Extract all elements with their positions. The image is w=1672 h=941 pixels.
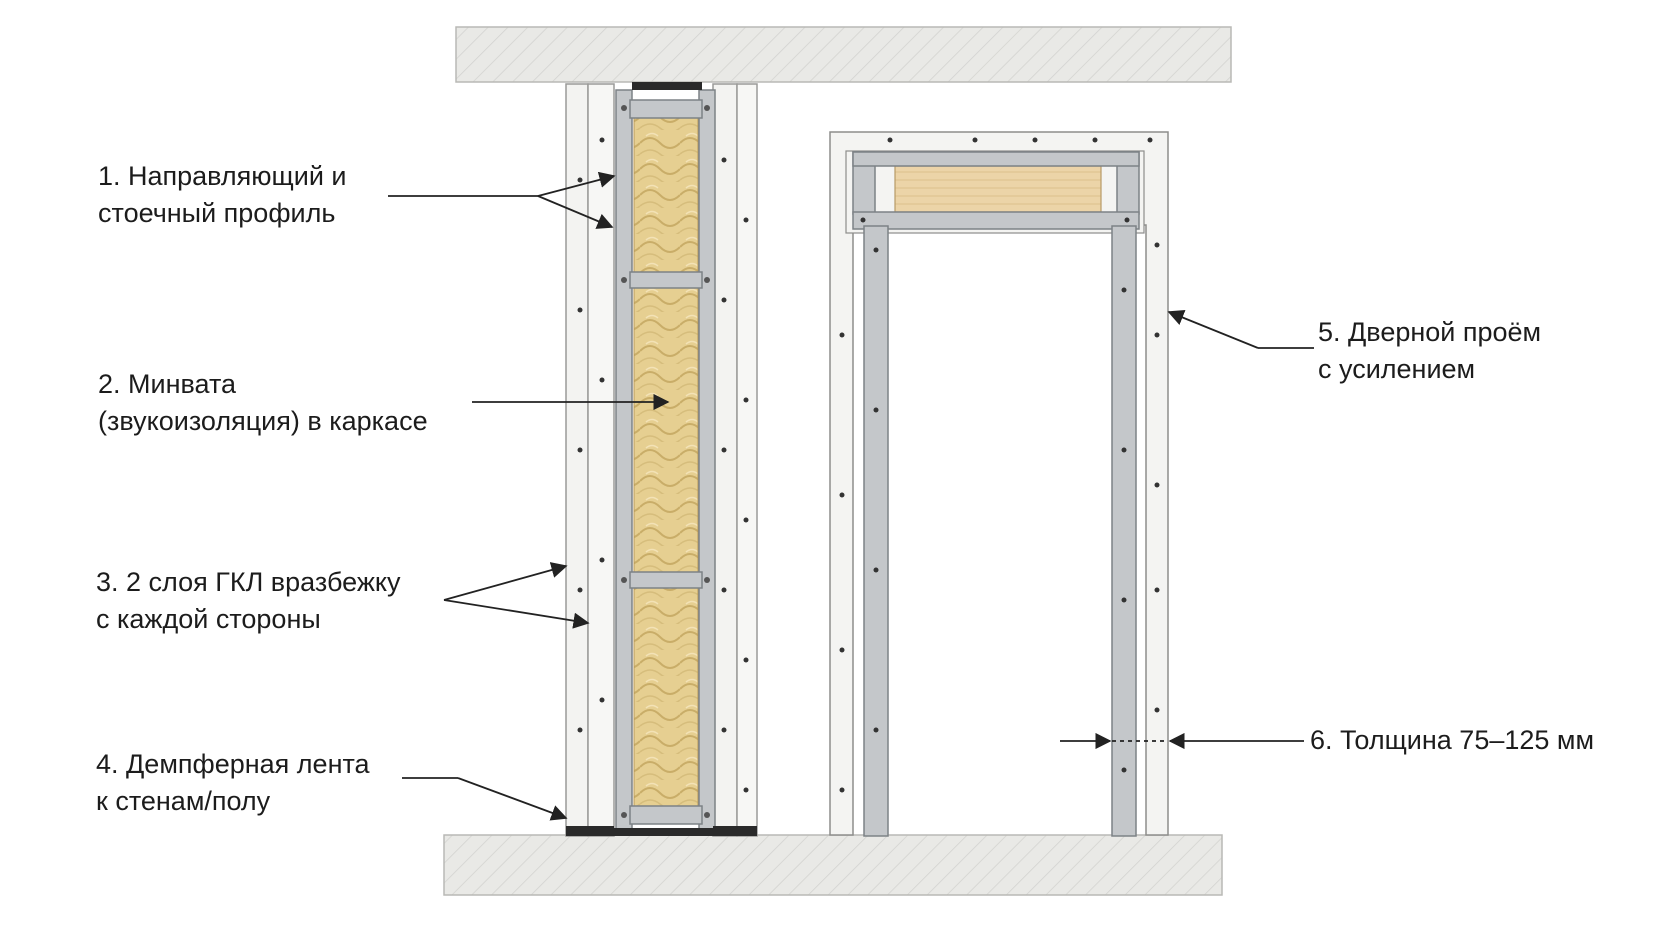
callout-profiles: 1. Направляющий и стоечный профиль [98,158,347,232]
callout-thickness: 6. Толщина 75–125 мм [1310,722,1594,759]
callout-profiles-line-2: стоечный профиль [98,198,336,228]
callout-mineral-wool: 2. Минвата (звукоизоляция) в каркасе [98,366,428,440]
drywall-sheets [565,83,758,837]
leader-lines [388,171,1314,821]
callout-damper-tape-line-1: 4. Демпферная лента [96,749,370,779]
callout-mineral-wool-line-2: (звукоизоляция) в каркасе [98,406,428,436]
callout-door-opening: 5. Дверной проём с усилением [1318,314,1541,388]
callout-door-opening-line-2: с усилением [1318,354,1476,384]
metal-frame [615,89,716,833]
callout-drywall-layers-line-2: с каждой стороны [96,604,321,634]
header-wood-block [894,165,1102,213]
floor-slab [443,834,1223,896]
callout-door-opening-line-1: 5. Дверной проём [1318,317,1542,347]
leader-3b [443,599,590,629]
frame-screws [621,105,710,818]
mineral-wool-fill [633,117,699,809]
sheet-screws [577,137,749,793]
callout-drywall-layers-line-1: 3. 2 слоя ГКЛ вразбежку [96,567,401,597]
door-wall [829,131,1169,837]
callout-damper-tape: 4. Демпферная лента к стенам/полу [96,746,370,820]
callout-profiles-line-1: 1. Направляющий и [98,161,347,191]
damper-tape-strips [566,82,757,836]
callout-drywall-layers: 3. 2 слоя ГКЛ вразбежку с каждой стороны [96,564,401,638]
ceiling-slab [455,26,1232,83]
leader-3a [443,562,568,601]
callout-thickness-line-1: 6. Толщина 75–125 мм [1310,725,1595,755]
callout-mineral-wool-line-1: 2. Минвата [98,369,237,399]
callout-damper-tape-line-2: к стенам/полу [96,786,271,816]
